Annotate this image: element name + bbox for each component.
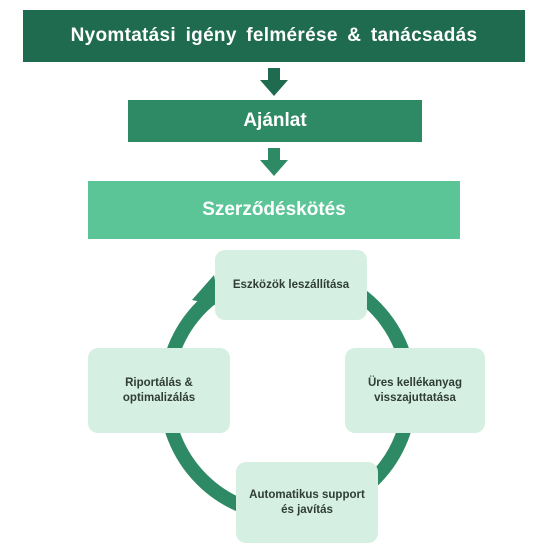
cycle-item-delivery-label: Eszközök leszállítása (232, 278, 350, 291)
cycle-item-support: Automatikus support és javítás (236, 462, 378, 543)
step-needs-assessment: Nyomtatási igény felmérése & tanácsadás (23, 10, 525, 62)
step-contract-label: Szerződéskötés (202, 199, 346, 220)
cycle-item-consumables-return: Üres kellékanyag visszajuttatása (345, 348, 485, 433)
cycle-item-reporting: Riportálás & optimalizálás (88, 348, 230, 433)
cycle-item-reporting-label: Riportálás & optimalizálás (122, 376, 196, 404)
cycle-item-delivery: Eszközök leszállítása (215, 250, 367, 320)
cycle-item-support-label: Automatikus support és javítás (249, 488, 365, 516)
step-offer: Ajánlat (128, 100, 422, 142)
step-contract: Szerződéskötés (88, 181, 460, 239)
cycle-item-consumables-return-label: Üres kellékanyag visszajuttatása (368, 376, 462, 404)
arrow-down-icon (260, 148, 288, 176)
arrow-down-icon (260, 68, 288, 96)
cycle-arrowhead-icon (192, 275, 220, 306)
step-needs-assessment-label: Nyomtatási igény felmérése & tanácsadás (70, 25, 478, 46)
step-offer-label: Ajánlat (243, 110, 307, 131)
